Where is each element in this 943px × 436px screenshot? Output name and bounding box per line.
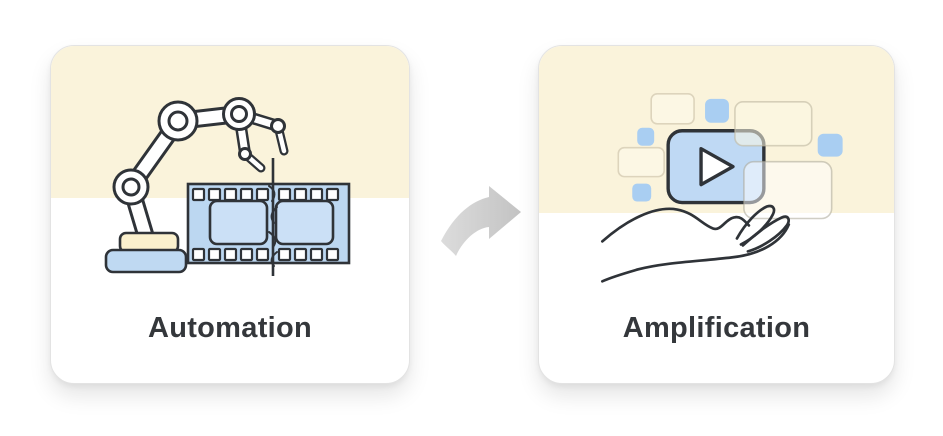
card-label: Automation	[147, 312, 313, 344]
amplification-card: Amplification	[538, 45, 895, 384]
flow-arrow-icon	[441, 186, 521, 256]
hand-presenting-video-player-icon	[600, 93, 843, 283]
card-label: Amplification	[622, 312, 811, 344]
automation-card: Automation	[50, 45, 410, 384]
robot-arm-film-strip-icon	[104, 97, 351, 276]
